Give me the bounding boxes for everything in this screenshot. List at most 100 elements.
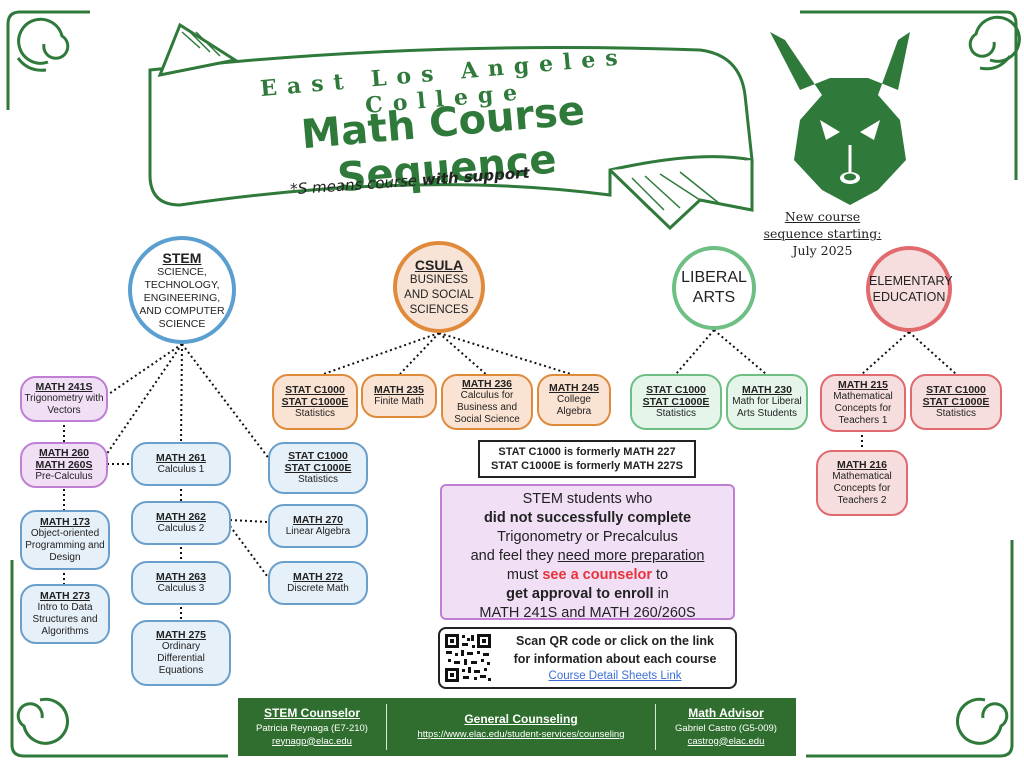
formerly-line2: STAT C1000E is formerly MATH 227S: [491, 460, 683, 472]
course-code: MATH 245: [549, 382, 599, 394]
qr-section: [438, 627, 737, 689]
qr-line2: for information about each course: [513, 652, 717, 666]
course-name: Mathematical Concepts for Teachers 1: [833, 391, 893, 426]
course-code: MATH 272: [293, 571, 343, 583]
course-code-support: STAT C1000E: [281, 396, 349, 408]
formerly-line1: STAT C1000 is formerly MATH 227: [498, 446, 676, 458]
course-code: MATH 260: [39, 447, 89, 459]
contact-footer: STEM Counselor Patricia Reynaga (E7-210)…: [238, 698, 796, 756]
track-csula-subtitle: BUSINESS AND SOCIAL SCIENCES: [404, 273, 474, 316]
qr-line1: Scan QR code or click on the link: [516, 634, 714, 648]
course-code: STAT C1000: [646, 384, 706, 396]
footer-divider: [386, 704, 387, 750]
course-math-260: MATH 260 MATH 260S Pre-Calculus: [20, 442, 108, 488]
course-name: Statistics: [297, 474, 338, 485]
footer-email-link[interactable]: reynagp@elac.edu: [272, 735, 352, 747]
course-code: MATH 263: [156, 571, 206, 583]
course-code-support: STAT C1000E: [922, 396, 990, 408]
track-elementary-education: ELEMENTARY EDUCATION: [866, 246, 953, 332]
qr-instructions: Scan QR code or click on the link for in…: [497, 632, 733, 668]
course-name: Discrete Math: [287, 583, 349, 594]
course-name: Mathematical Concepts for Teachers 2: [832, 471, 892, 506]
note-line: and feel they need more preparation: [442, 547, 733, 566]
footer-heading: Math Advisor: [688, 705, 764, 720]
note-line: did not successfully complete: [483, 510, 692, 526]
track-stem-title: STEM: [162, 249, 202, 266]
footer-contact-name: Gabriel Castro (G5-009): [675, 722, 777, 734]
track-csula: CSULA BUSINESS AND SOCIAL SCIENCES: [393, 241, 485, 333]
note-line: get approval to enroll in: [442, 585, 733, 604]
note-text-alert: see a counselor: [542, 567, 652, 583]
course-code: MATH 275: [156, 629, 206, 641]
new-sequence-line2: sequence starting:: [763, 226, 882, 241]
course-math-270: MATH 270 Linear Algebra: [268, 504, 368, 548]
course-name: Calculus 1: [157, 464, 205, 475]
footer-divider: [655, 704, 656, 750]
footer-contact-name: Patricia Reynaga (E7-210): [256, 722, 368, 734]
footer-url-link[interactable]: https://www.elac.edu/student-services/co…: [417, 729, 625, 740]
qr-code-icon[interactable]: [444, 633, 492, 683]
course-name: College Algebra: [556, 394, 592, 417]
connector-lines: [63, 329, 957, 620]
course-detail-link[interactable]: Course Detail Sheets Link: [548, 670, 682, 682]
course-name: Statistics: [935, 408, 976, 419]
course-name: Linear Algebra: [285, 526, 351, 537]
course-math-241s: MATH 241S Trigonometry with Vectors: [20, 376, 108, 422]
course-math-261: MATH 261 Calculus 1: [131, 442, 231, 486]
new-sequence-date: July 2025: [792, 243, 853, 258]
course-code: MATH 173: [40, 516, 90, 528]
course-math-275: MATH 275 Ordinary Differential Equations: [131, 620, 231, 686]
footer-heading: General Counseling: [464, 712, 578, 726]
note-text: must: [506, 567, 543, 583]
note-line: Trigonometry or Precalculus: [497, 529, 678, 545]
course-elementary-stat-c1000: STAT C1000 STAT C1000E Statistics: [910, 374, 1002, 430]
course-code: STAT C1000: [285, 384, 345, 396]
track-csula-title: CSULA: [414, 256, 464, 273]
course-code: MATH 241S: [35, 381, 93, 393]
course-name: Intro to Data Structures and Algorithms: [32, 602, 98, 637]
note-line: must see a counselor to: [442, 566, 733, 585]
course-name: Finite Math: [374, 396, 424, 407]
note-text: and feel they: [470, 548, 558, 564]
course-stem-stat-c1000: STAT C1000 STAT C1000E Statistics: [268, 442, 368, 494]
new-sequence-line1: New course: [784, 209, 861, 224]
course-name: Calculus for Business and Social Science: [454, 390, 520, 425]
course-math-230: MATH 230 Math for Liberal Arts Students: [726, 374, 808, 430]
track-liberal-arts: LIBERAL ARTS: [672, 246, 756, 330]
husky-mascot-icon: [770, 32, 910, 205]
course-code-support: STAT C1000E: [284, 462, 352, 474]
course-math-245: MATH 245 College Algebra: [537, 374, 611, 426]
stem-preparation-note: STEM students who did not successfully c…: [440, 484, 735, 621]
course-math-262: MATH 262 Calculus 2: [131, 501, 231, 545]
course-name: Pre-Calculus: [35, 471, 93, 482]
course-code: MATH 262: [156, 511, 206, 523]
course-math-215: MATH 215 Mathematical Concepts for Teach…: [820, 374, 906, 432]
course-code: STAT C1000: [926, 384, 986, 396]
footer-email-link[interactable]: castrog@elac.edu: [687, 735, 765, 747]
decorative-swirl-icon: [800, 10, 1021, 180]
course-math-236: MATH 236 Calculus for Business and Socia…: [441, 374, 533, 430]
course-code: MATH 235: [374, 384, 424, 396]
course-code-support: MATH 260S: [35, 459, 93, 471]
course-code: MATH 215: [838, 379, 888, 391]
course-name: Math for Liberal Arts Students: [732, 396, 802, 419]
course-name: Ordinary Differential Equations: [157, 641, 205, 676]
course-code-support: STAT C1000E: [642, 396, 710, 408]
track-stem: STEM SCIENCE, TECHNOLOGY, ENGINEERING, A…: [128, 236, 236, 344]
course-csula-stat-c1000: STAT C1000 STAT C1000E Statistics: [272, 374, 358, 430]
note-text: to: [651, 567, 669, 583]
course-code: MATH 230: [742, 384, 792, 396]
course-name: Statistics: [655, 408, 696, 419]
course-math-173: MATH 173 Object-oriented Programming and…: [20, 510, 110, 570]
ribbon-banner: [148, 22, 754, 231]
course-name: Object-oriented Programming and Design: [25, 528, 105, 563]
footer-heading: STEM Counselor: [263, 705, 360, 720]
footer-stem-counselor: STEM Counselor Patricia Reynaga (E7-210)…: [238, 698, 386, 756]
new-sequence-note: New course sequence starting: July 2025: [760, 208, 885, 259]
course-math-263: MATH 263 Calculus 3: [131, 561, 231, 605]
track-stem-subtitle: SCIENCE, TECHNOLOGY, ENGINEERING, AND CO…: [139, 265, 225, 330]
track-elementary-title: ELEMENTARY EDUCATION: [869, 274, 953, 304]
formerly-note: STAT C1000 is formerly MATH 227 STAT C10…: [478, 440, 696, 478]
course-code: MATH 236: [462, 378, 512, 390]
